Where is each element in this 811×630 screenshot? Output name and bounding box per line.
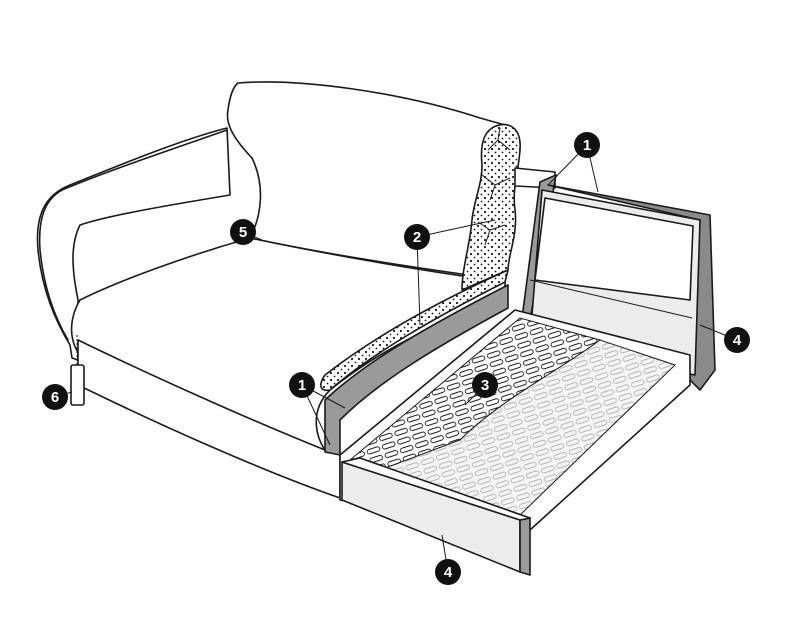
armrest [36,127,231,361]
callout-label: 1 [583,137,591,154]
callout-label: 4 [444,564,453,581]
callout-label: 3 [481,377,489,394]
callout-label: 5 [239,224,247,241]
sofa-leg [70,335,85,406]
seat-foam-strip [320,269,509,392]
back-foam-section [461,123,521,291]
back-panel [529,184,716,391]
callout-label: 4 [733,332,742,349]
callout-label: 6 [51,389,59,406]
callout-label: 1 [298,377,306,394]
callout-label: 2 [413,229,421,246]
callout-2-foam: 2 [404,224,430,250]
callout-5-upholstery: 5 [230,219,256,245]
seat-frame-board [324,284,509,456]
callout-1-seat-frame: 1 [289,372,315,398]
callout-4-front-panel: 4 [435,559,461,585]
callout-6-leg: 6 [42,384,68,410]
callout-1-back-frame: 1 [574,132,600,158]
callout-4-back-panel: 4 [724,327,750,353]
callout-3-springs: 3 [472,372,498,398]
spring-base [339,309,691,576]
